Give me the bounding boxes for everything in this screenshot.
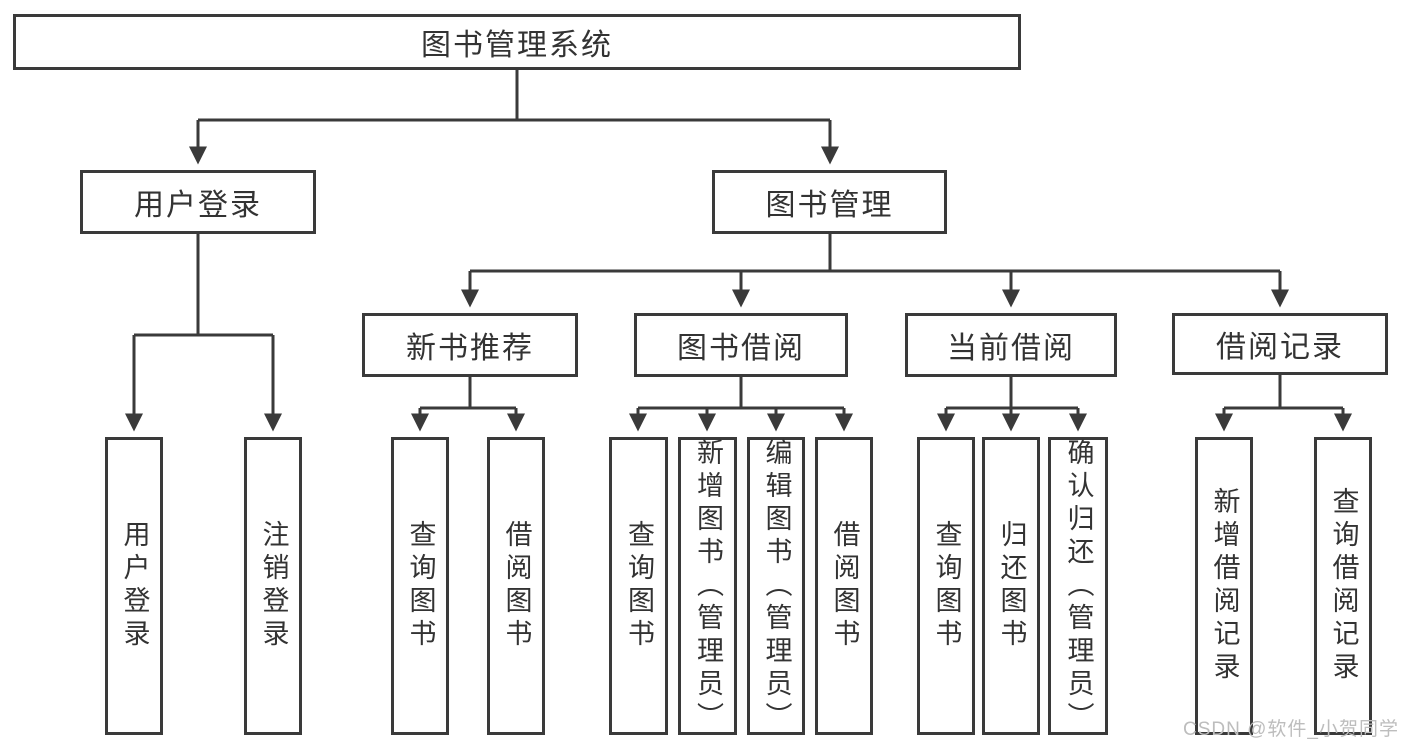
leaf-query-books-borrow: 查询图书 xyxy=(609,437,668,735)
node-book-management: 图书管理 xyxy=(712,170,947,234)
edges-user-login-children xyxy=(125,234,282,432)
leaf-query-books-recommend-label: 查询图书 xyxy=(405,520,436,652)
leaf-edit-book-admin: 编辑图书（管理员） xyxy=(747,437,805,735)
leaf-add-borrow-record: 新增借阅记录 xyxy=(1195,437,1253,735)
leaf-logout-login: 注销登录 xyxy=(244,437,302,735)
leaf-confirm-return-admin-label: 确认归还（管理员） xyxy=(1063,437,1094,735)
edges-current-children xyxy=(937,377,1087,432)
leaf-add-book-admin: 新增图书（管理员） xyxy=(678,437,737,735)
leaf-query-books-current: 查询图书 xyxy=(917,437,975,735)
leaf-add-book-admin-label: 新增图书（管理员） xyxy=(693,437,723,735)
node-book-borrow: 图书借阅 xyxy=(634,313,848,377)
csdn-watermark: CSDN @软件_小贺同学 xyxy=(1183,719,1399,740)
node-user-login-label: 用户登录 xyxy=(134,189,262,222)
leaf-logout-login-label: 注销登录 xyxy=(258,520,289,652)
leaf-borrow-books-recommend-label: 借阅图书 xyxy=(501,520,532,652)
node-current-borrow-label: 当前借阅 xyxy=(947,332,1075,365)
leaf-confirm-return-admin: 确认归还（管理员） xyxy=(1048,437,1108,735)
leaf-borrow-books-borrow-label: 借阅图书 xyxy=(829,520,860,652)
leaf-edit-book-admin-label: 编辑图书（管理员） xyxy=(761,437,792,735)
leaf-borrow-books-recommend: 借阅图书 xyxy=(487,437,545,735)
leaf-return-book: 归还图书 xyxy=(982,437,1040,735)
node-new-book-recommend: 新书推荐 xyxy=(362,313,578,377)
leaf-query-borrow-record-label: 查询借阅记录 xyxy=(1328,487,1359,685)
leaf-add-borrow-record-label: 新增借阅记录 xyxy=(1209,487,1240,685)
edges-records-children xyxy=(1215,375,1352,432)
leaf-query-books-current-label: 查询图书 xyxy=(931,520,962,652)
edges-root-to-level2 xyxy=(189,70,839,165)
edges-book-mgmt-children xyxy=(461,234,1289,308)
node-borrow-records: 借阅记录 xyxy=(1172,313,1388,375)
node-book-borrow-label: 图书借阅 xyxy=(677,332,805,365)
edges-borrow-children xyxy=(629,377,853,432)
node-root-label: 图书管理系统 xyxy=(421,29,613,62)
leaf-user-login-label: 用户登录 xyxy=(119,520,150,652)
node-new-book-recommend-label: 新书推荐 xyxy=(406,332,534,365)
node-current-borrow: 当前借阅 xyxy=(905,313,1117,377)
leaf-return-book-label: 归还图书 xyxy=(996,520,1027,652)
node-root-system: 图书管理系统 xyxy=(13,14,1021,70)
node-book-management-label: 图书管理 xyxy=(765,189,894,222)
leaf-query-borrow-record: 查询借阅记录 xyxy=(1314,437,1372,735)
leaf-query-books-recommend: 查询图书 xyxy=(391,437,449,735)
leaf-borrow-books-borrow: 借阅图书 xyxy=(815,437,873,735)
edges-new-rec-children xyxy=(411,377,525,432)
leaf-query-books-borrow-label: 查询图书 xyxy=(624,520,654,652)
node-borrow-records-label: 借阅记录 xyxy=(1216,331,1344,364)
node-user-login: 用户登录 xyxy=(80,170,316,234)
leaf-user-login: 用户登录 xyxy=(105,437,163,735)
